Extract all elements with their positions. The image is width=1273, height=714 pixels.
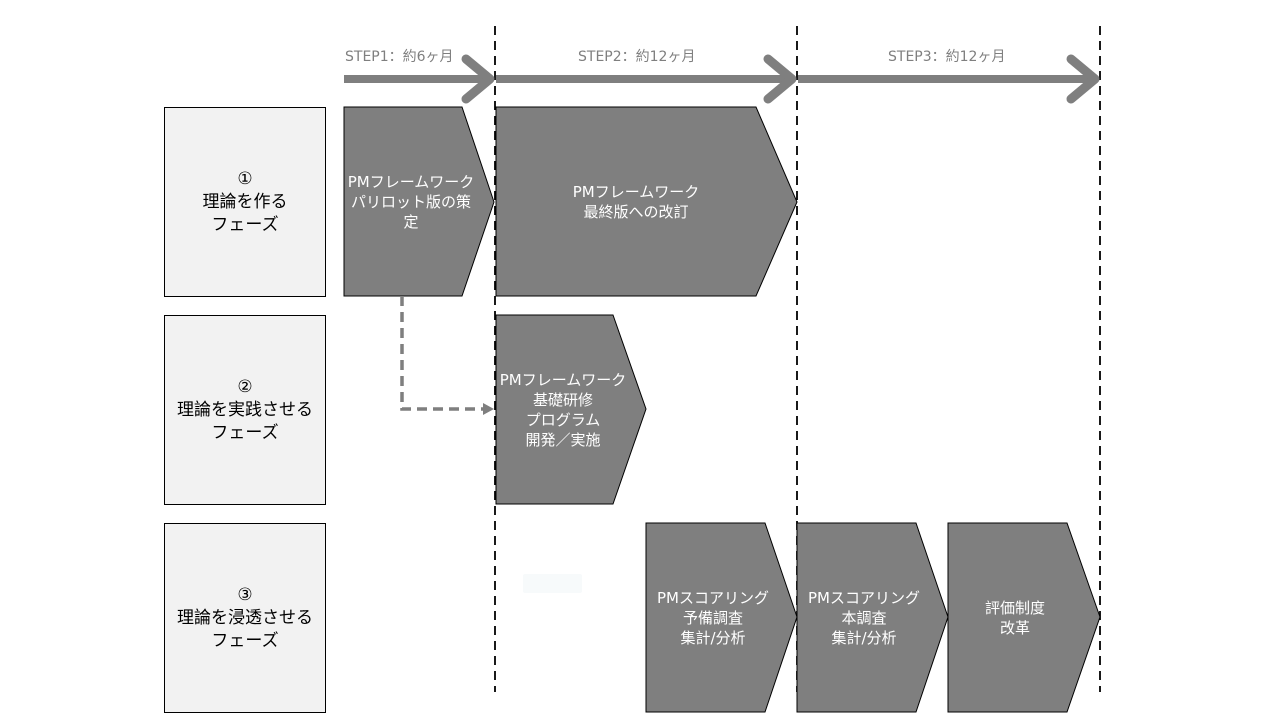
task-chevron-main-scoring bbox=[796, 522, 949, 713]
task-chevron-preliminary-scoring bbox=[645, 522, 798, 713]
phase-suffix: フェーズ bbox=[211, 630, 279, 651]
task-chevron-training-program bbox=[495, 314, 647, 505]
timeline-arrow-step1 bbox=[344, 54, 495, 104]
connector-arrowhead-icon bbox=[483, 403, 494, 415]
phase-box-create-theory: ① 理論を作る フェーズ bbox=[164, 107, 326, 297]
step-label-1: STEP1：約6ヶ月 bbox=[345, 49, 454, 65]
phase-title: 理論を浸透させる bbox=[177, 607, 313, 628]
phase-number: ② bbox=[237, 376, 253, 397]
phase-suffix: フェーズ bbox=[211, 214, 279, 235]
phase-number: ① bbox=[237, 168, 253, 189]
step-label-2: STEP2：約12ヶ月 bbox=[578, 49, 696, 65]
task-chevron-evaluation-reform bbox=[947, 522, 1101, 713]
phase-box-spread-theory: ③ 理論を浸透させる フェーズ bbox=[164, 523, 326, 713]
phase-title: 理論を実践させる bbox=[177, 399, 313, 420]
phase-number: ③ bbox=[237, 584, 253, 605]
timeline-arrow-step2 bbox=[496, 54, 797, 104]
phase-title: 理論を作る bbox=[202, 191, 288, 212]
phase-box-practice-theory: ② 理論を実践させる フェーズ bbox=[164, 315, 326, 505]
timeline-arrow-step3 bbox=[798, 54, 1100, 104]
task-chevron-pilot-framework bbox=[343, 106, 495, 297]
step-label-3: STEP3：約12ヶ月 bbox=[888, 49, 1006, 65]
dashed-connector-arrow bbox=[400, 296, 494, 415]
task-chevron-final-framework bbox=[495, 106, 798, 297]
phase-suffix: フェーズ bbox=[211, 422, 279, 443]
faint-placeholder-rect bbox=[523, 574, 582, 593]
